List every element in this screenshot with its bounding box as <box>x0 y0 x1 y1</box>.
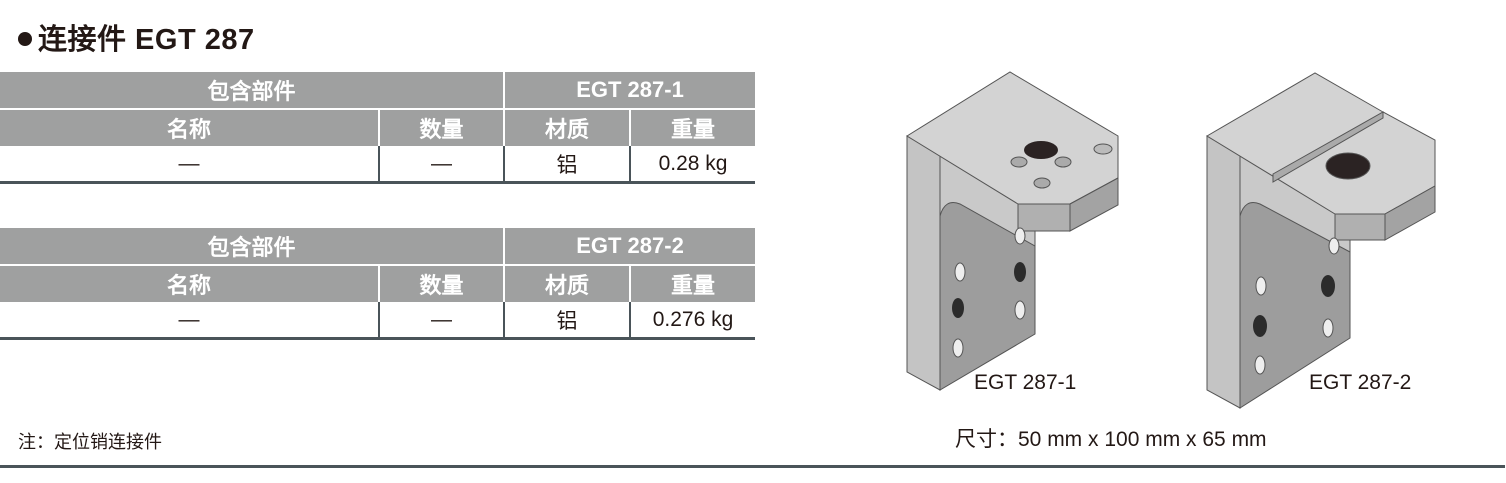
table-row: — — 铝 0.28 kg <box>0 146 756 184</box>
footnote: 注：定位销连接件 <box>18 432 162 452</box>
col-header-name: 名称 <box>0 109 379 146</box>
figure-label-1: EGT 287-1 <box>974 371 1077 394</box>
connector-bracket-2-icon <box>1206 72 1436 409</box>
cell-material: 铝 <box>503 146 631 184</box>
group-label: 包含部件 <box>0 228 505 266</box>
section-title: 连接件 EGT 287 <box>18 16 255 58</box>
col-header-qty: 数量 <box>377 265 505 302</box>
table-row: — — 铝 0.276 kg <box>0 302 756 340</box>
col-header-weight: 重量 <box>629 265 756 302</box>
cell-name: — <box>0 302 379 340</box>
spec-table-1: 包含部件 EGT 287-1 名称 数量 材质 重量 — — 铝 0.28 kg <box>0 72 756 184</box>
model-label: EGT 287-1 <box>503 72 756 110</box>
cell-name: — <box>0 146 379 184</box>
group-label: 包含部件 <box>0 72 505 110</box>
dimensions-text: 尺寸：50 mm x 100 mm x 65 mm <box>955 428 1267 451</box>
connector-bracket-1-icon <box>906 71 1119 391</box>
title-text: 连接件 EGT 287 <box>38 24 255 56</box>
col-header-qty: 数量 <box>377 109 505 146</box>
col-header-weight: 重量 <box>629 109 756 146</box>
spec-table-2: 包含部件 EGT 287-2 名称 数量 材质 重量 — — 铝 0.276 k… <box>0 228 756 340</box>
col-header-name: 名称 <box>0 265 379 302</box>
model-label: EGT 287-2 <box>503 228 756 266</box>
figure-label-2: EGT 287-2 <box>1309 371 1412 394</box>
cell-qty: — <box>377 146 505 184</box>
cell-weight: 0.276 kg <box>629 302 756 340</box>
cell-weight: 0.28 kg <box>629 146 756 184</box>
cell-material: 铝 <box>503 302 631 340</box>
bullet-icon <box>18 32 32 46</box>
cell-qty: — <box>377 302 505 340</box>
col-header-material: 材质 <box>503 265 631 302</box>
col-header-material: 材质 <box>503 109 631 146</box>
bottom-divider <box>0 465 1505 468</box>
